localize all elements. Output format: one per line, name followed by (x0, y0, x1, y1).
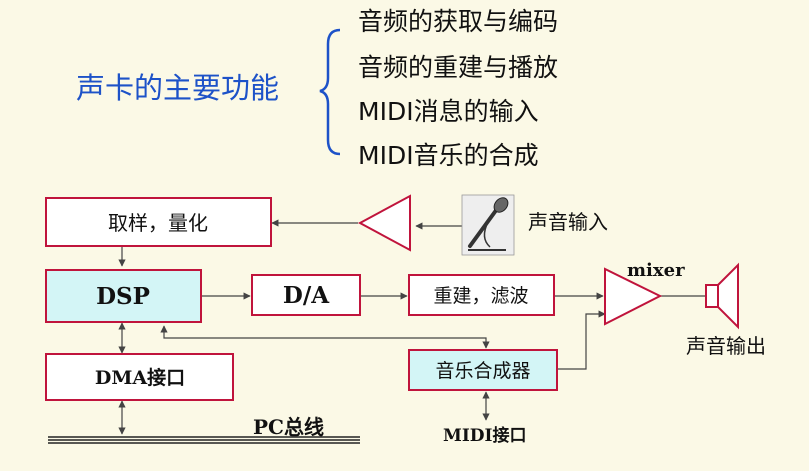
connectors (118, 219, 705, 435)
brace-icon (319, 28, 341, 156)
midi-port-label: MIDI接口 (443, 425, 526, 446)
pc-bus-label: PC总线 (253, 415, 324, 439)
dsp-block (45, 269, 202, 323)
dma-block (45, 353, 234, 401)
synth-block-label: 音乐合成器 (435, 360, 530, 382)
amplifier-icon (357, 194, 411, 252)
reconstruct-block-label: 重建，滤波 (433, 285, 528, 307)
sound-in-label: 声音输入 (528, 210, 608, 234)
da-block (251, 274, 361, 316)
sound-out-label: 声音输出 (686, 334, 766, 358)
page-title: 声卡的主要功能 (76, 71, 279, 105)
function-item: MIDI音乐的合成 (358, 141, 539, 170)
dma-block-label: DMA接口 (95, 367, 185, 389)
synth-to-mixer-line (558, 310, 606, 370)
dsp-synth-line (160, 325, 490, 349)
dsp-block-label: DSP (96, 283, 150, 310)
pc-bus (48, 436, 360, 444)
synth-block (408, 349, 558, 391)
mixer-icon (604, 267, 663, 326)
mixer-label: mixer (627, 260, 685, 281)
speaker-icon (705, 262, 739, 330)
reconstruct-block (408, 274, 555, 316)
sampling-block-label: 取样，量化 (108, 211, 208, 235)
function-item: MIDI消息的输入 (358, 97, 539, 126)
microphone-icon (461, 194, 515, 256)
function-item: 音频的重建与播放 (358, 53, 558, 82)
sampling-block (45, 197, 272, 247)
da-block-label: D/A (283, 282, 330, 309)
function-item: 音频的获取与编码 (358, 7, 558, 36)
